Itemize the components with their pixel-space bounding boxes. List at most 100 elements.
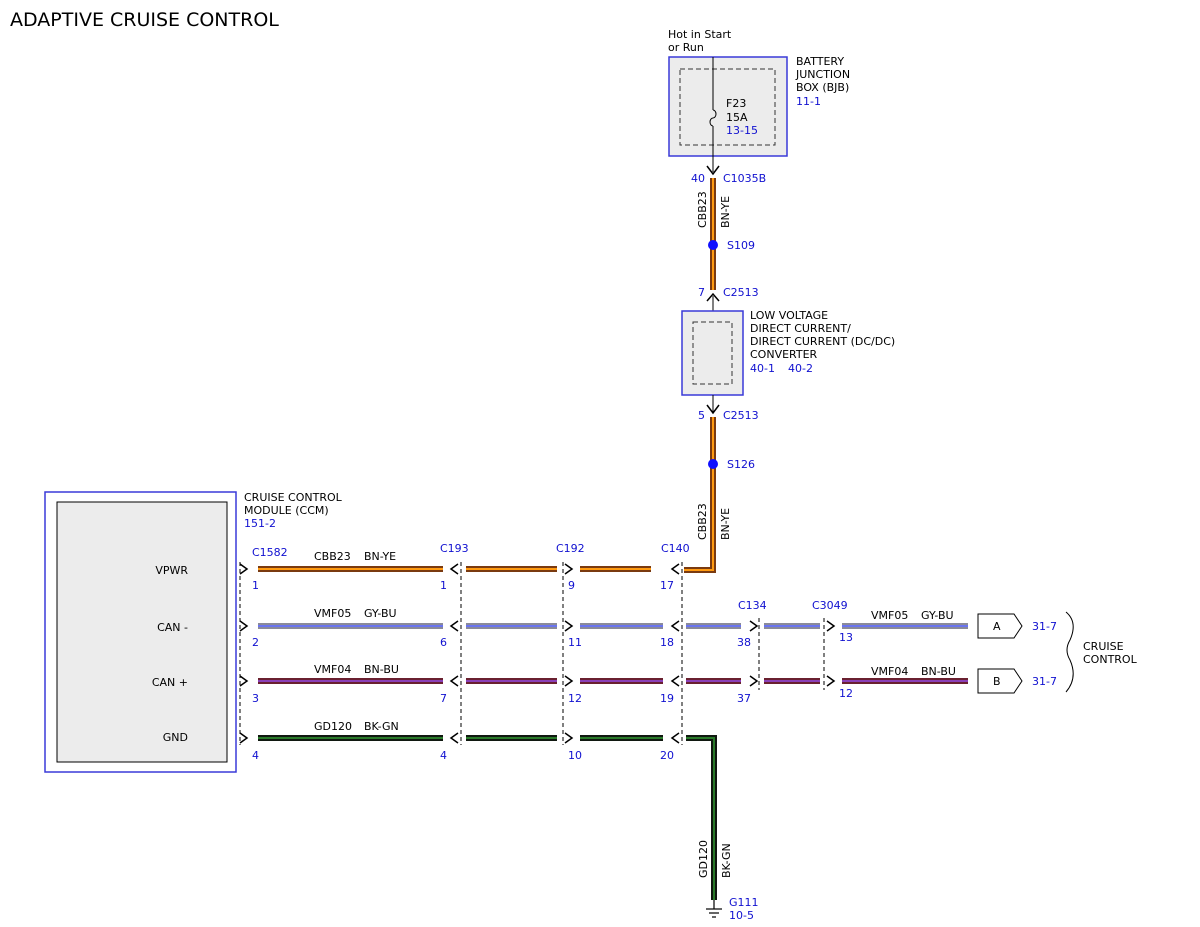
connector-arrow-icon: [749, 675, 759, 687]
connector-c193[interactable]: C193: [440, 542, 469, 555]
connector-c3049[interactable]: C3049: [812, 599, 848, 612]
pin-number: 6: [440, 636, 447, 649]
ground-g111[interactable]: G111: [729, 896, 759, 909]
wire-color-label: GY-BU: [921, 609, 954, 622]
dcdc-ref-2[interactable]: 40-2: [788, 362, 813, 375]
page-title: ADAPTIVE CRUISE CONTROL: [10, 9, 279, 31]
pin-number: 1: [440, 579, 447, 592]
connector-arrow-icon: [239, 563, 249, 575]
pin-number: 2: [252, 636, 259, 649]
cruise-label-2: CONTROL: [1083, 653, 1138, 666]
pin-number: 3: [252, 692, 259, 705]
ccm-name-2: MODULE (CCM): [244, 504, 329, 517]
pin-number: 1: [252, 579, 259, 592]
harness-row-can-minus: VMF05 GY-BU VMF05 GY-BU 2 6 11 18 38 13 …: [252, 607, 1057, 649]
pin-number: 18: [660, 636, 674, 649]
bjb-hot-label: Hot in Start: [668, 28, 732, 41]
connector-arrow-icon: [749, 620, 759, 632]
wire-color-label: BN-YE: [364, 550, 396, 563]
offpage-connector-b[interactable]: [977, 668, 1023, 694]
connector-c2513-in[interactable]: C2513: [723, 286, 759, 299]
wire-stripe: [686, 737, 715, 900]
wire-color-label: GY-BU: [364, 607, 397, 620]
connector-arrow-icon: [449, 675, 459, 687]
connector-arrow-icon: [826, 620, 836, 632]
connector-arrow-icon: [706, 404, 720, 415]
bjb-hot-label-2: or Run: [668, 41, 704, 54]
bjb-name-3: BOX (BJB): [796, 81, 849, 94]
connector-arrow-icon: [564, 732, 574, 744]
fuse-label: F23: [726, 97, 746, 110]
ccm-module[interactable]: [56, 501, 228, 763]
wire-color-label: BN-YE: [719, 508, 732, 540]
connector-c134[interactable]: C134: [738, 599, 767, 612]
connector-c192[interactable]: C192: [556, 542, 585, 555]
wire-circuit-label: GD120: [314, 720, 352, 733]
bracket-icon: [1065, 611, 1074, 693]
ccm-pin-can-plus: CAN +: [152, 676, 188, 689]
pin-number: 4: [440, 749, 447, 762]
wire-circuit-label: VMF04: [314, 663, 351, 676]
dcdc-ref-1[interactable]: 40-1: [750, 362, 775, 375]
connector-c1035b[interactable]: C1035B: [723, 172, 766, 185]
wire-circuit-label: VMF05: [314, 607, 351, 620]
wire-circuit-label: VMF05: [871, 609, 908, 622]
dcdc-name-2: DIRECT CURRENT/: [750, 322, 851, 335]
connector-c2513-out[interactable]: C2513: [723, 409, 759, 422]
wire-circuit-label: CBB23: [696, 503, 709, 540]
wire-circuit-label: VMF04: [871, 665, 908, 678]
connector-arrow-icon: [826, 675, 836, 687]
pin-number: 12: [839, 687, 853, 700]
pin-number: 20: [660, 749, 674, 762]
offpage-ref-a[interactable]: 31-7: [1032, 620, 1057, 633]
ccm-pin-can-minus: CAN -: [157, 621, 188, 634]
fuse-ref[interactable]: 13-15: [726, 124, 758, 137]
harness-row-vpwr: CBB23 BN-YE 1 1 9 17: [252, 550, 674, 592]
connector-arrow-icon: [706, 165, 720, 176]
offpage-tag-a: A: [993, 620, 1001, 633]
dcdc-name-3: DIRECT CURRENT (DC/DC): [750, 335, 895, 348]
pin-number: 10: [568, 749, 582, 762]
connector-arrow-icon: [670, 732, 680, 744]
connector-arrow-icon: [239, 675, 249, 687]
pin-number: 38: [737, 636, 751, 649]
wire-color-label: BN-YE: [719, 196, 732, 228]
offpage-tag-b: B: [993, 675, 1001, 688]
connector-arrow-icon: [239, 620, 249, 632]
splice-s109-label[interactable]: S109: [727, 239, 755, 252]
wire-circuit-label: CBB23: [314, 550, 351, 563]
bjb-box[interactable]: [668, 56, 788, 157]
splice-s126[interactable]: [708, 459, 718, 469]
pin-number: 4: [252, 749, 259, 762]
fuse-amperage: 15A: [726, 111, 748, 124]
connector-arrows: [239, 563, 836, 744]
connector-arrow-icon: [564, 620, 574, 632]
pin-number: 7: [440, 692, 447, 705]
connector-arrow-icon: [239, 732, 249, 744]
cruise-label-1: CRUISE: [1083, 640, 1124, 653]
wire-color-label: BK-GN: [720, 843, 733, 878]
ground-ref[interactable]: 10-5: [729, 909, 754, 922]
offpage-connector-a[interactable]: [977, 613, 1023, 639]
connector-arrow-icon: [706, 292, 720, 302]
splice-s126-label[interactable]: S126: [727, 458, 755, 471]
ccm-ref[interactable]: 151-2: [244, 517, 276, 530]
dcdc-inner-box: [692, 321, 733, 385]
connector-arrow-icon: [670, 563, 680, 575]
wire-circuit-label: CBB23: [696, 191, 709, 228]
dcdc-converter-box[interactable]: [681, 310, 744, 396]
connector-c140[interactable]: C140: [661, 542, 690, 555]
connector-arrow-icon: [564, 675, 574, 687]
splice-s109[interactable]: [708, 240, 718, 250]
connector-arrow-icon: [670, 675, 680, 687]
connector-c1582[interactable]: C1582: [252, 546, 288, 559]
wire-color-label: BK-GN: [364, 720, 399, 733]
ccm-name-1: CRUISE CONTROL: [244, 491, 343, 504]
connector-arrow-icon: [670, 620, 680, 632]
pin-number: 37: [737, 692, 751, 705]
connector-arrow-icon: [449, 732, 459, 744]
ccm-pin-gnd: GND: [163, 731, 188, 744]
bjb-ref[interactable]: 11-1: [796, 95, 821, 108]
offpage-ref-b[interactable]: 31-7: [1032, 675, 1057, 688]
